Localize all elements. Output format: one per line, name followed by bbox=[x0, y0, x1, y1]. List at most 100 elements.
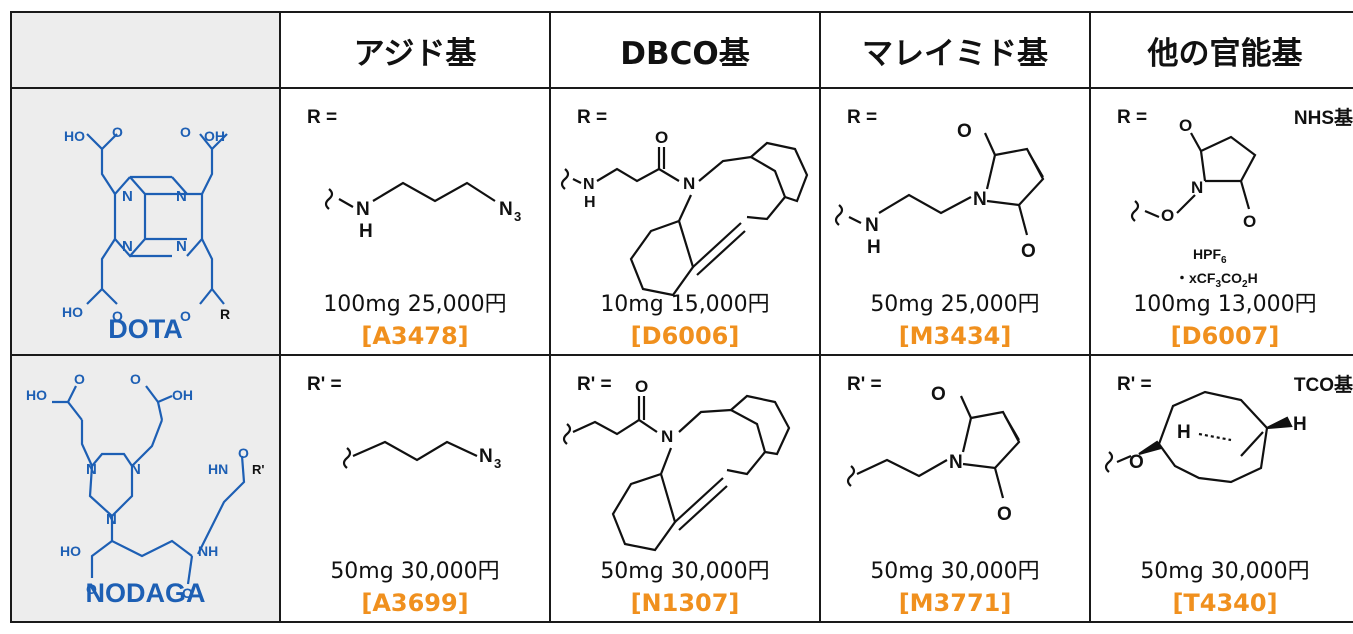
svg-text:HO: HO bbox=[60, 543, 81, 559]
catalog-code-link[interactable]: [D6007] bbox=[1170, 322, 1280, 350]
r-label: R = bbox=[1117, 107, 1148, 128]
product-cell-nodaga-azide[interactable]: R' = N 3 50mg 30,000円 [A3699] bbox=[281, 356, 551, 623]
svg-text:O: O bbox=[1129, 452, 1144, 473]
dbco-linker-structure: N H O N bbox=[560, 128, 809, 297]
svg-text:O: O bbox=[180, 124, 191, 140]
svg-text:N: N bbox=[356, 199, 370, 220]
tco-structure: O H H bbox=[1104, 390, 1307, 484]
svg-text:O: O bbox=[931, 384, 946, 405]
corner-cell bbox=[12, 13, 281, 89]
svg-text:H: H bbox=[1177, 422, 1191, 443]
svg-text:O: O bbox=[635, 377, 648, 396]
svg-text:H: H bbox=[584, 194, 596, 211]
svg-text:N: N bbox=[122, 238, 133, 255]
product-cell-dota-nhs[interactable]: R = NHS基 N O O O HPF6 ・xCF3CO2H 100mg 13… bbox=[1091, 89, 1353, 356]
svg-text:O: O bbox=[1243, 212, 1256, 231]
svg-text:O: O bbox=[130, 371, 141, 387]
catalog-code-link[interactable]: [N1307] bbox=[630, 589, 740, 617]
svg-text:N: N bbox=[130, 461, 141, 478]
svg-text:OH: OH bbox=[172, 387, 193, 403]
compound-name-dota: DOTA bbox=[108, 314, 183, 344]
svg-text:N: N bbox=[865, 215, 879, 236]
functional-group-label: TCO基 bbox=[1293, 375, 1353, 396]
r-label: R' = bbox=[1117, 374, 1152, 395]
svg-text:N: N bbox=[973, 189, 987, 210]
svg-text:O: O bbox=[655, 128, 668, 147]
col-header-azide: アジド基 bbox=[281, 13, 551, 89]
svg-text:・xCF3CO2H: ・xCF3CO2H bbox=[1175, 270, 1258, 290]
product-cell-nodaga-dbco[interactable]: R' = O N 50mg 30,000円 [N1307] bbox=[551, 356, 821, 623]
price: 50mg 25,000円 bbox=[870, 292, 1040, 317]
svg-text:N: N bbox=[479, 446, 493, 467]
svg-text:O: O bbox=[74, 371, 85, 387]
svg-text:O: O bbox=[112, 124, 123, 140]
product-cell-nodaga-maleimide[interactable]: R' = N O O 50mg 30,000円 [M3771] bbox=[821, 356, 1091, 623]
svg-text:HN: HN bbox=[208, 461, 228, 477]
svg-text:H: H bbox=[359, 221, 373, 242]
svg-text:O: O bbox=[957, 121, 972, 142]
price: 50mg 30,000円 bbox=[870, 559, 1040, 584]
row-header-dota: HO O O OH N N N N HO O O R DOTA bbox=[12, 89, 281, 356]
svg-text:HO: HO bbox=[62, 304, 83, 320]
product-cell-dota-azide[interactable]: R = N H N 3 100mg 25,000円 [A3478] bbox=[281, 89, 551, 356]
product-cell-nodaga-tco[interactable]: R' = TCO基 O H H 50mg 30,000円 [T4340] bbox=[1091, 356, 1353, 623]
maleimide-linker-structure: N H N O O bbox=[834, 121, 1045, 262]
svg-text:N: N bbox=[86, 461, 97, 478]
svg-text:O: O bbox=[86, 581, 97, 597]
catalog-code-link[interactable]: [A3699] bbox=[361, 589, 469, 617]
svg-text:N: N bbox=[176, 188, 187, 205]
catalog-code-link[interactable]: [A3478] bbox=[361, 322, 469, 350]
svg-text:3: 3 bbox=[514, 209, 521, 224]
svg-text:O: O bbox=[1161, 206, 1174, 225]
svg-text:O: O bbox=[238, 445, 249, 461]
r-label: R' = bbox=[307, 374, 342, 395]
r-label: R = bbox=[847, 107, 878, 128]
catalog-code-link[interactable]: [T4340] bbox=[1172, 589, 1278, 617]
catalog-code-link[interactable]: [D6006] bbox=[630, 322, 740, 350]
svg-text:O: O bbox=[997, 504, 1012, 525]
svg-text:N: N bbox=[683, 174, 695, 193]
svg-text:N: N bbox=[176, 238, 187, 255]
maleimide-linker-structure: N O O bbox=[846, 384, 1021, 525]
svg-text:N: N bbox=[949, 452, 963, 473]
price: 10mg 15,000円 bbox=[600, 292, 770, 317]
price: 50mg 30,000円 bbox=[1140, 559, 1310, 584]
azide-linker-structure: N H N 3 bbox=[324, 181, 521, 242]
r-label: R = bbox=[307, 107, 338, 128]
svg-text:R: R bbox=[220, 306, 230, 322]
svg-text:HO: HO bbox=[64, 128, 85, 144]
svg-text:N: N bbox=[499, 199, 513, 220]
svg-text:NH: NH bbox=[198, 543, 218, 559]
col-header-other: 他の官能基 bbox=[1091, 13, 1353, 89]
svg-text:N: N bbox=[583, 176, 595, 193]
svg-text:H: H bbox=[1293, 414, 1307, 435]
nodaga-structure-image: HO O O OH N N N HN O R' HO O O NH bbox=[26, 371, 264, 601]
svg-text:H: H bbox=[867, 237, 881, 258]
dota-structure-image: HO O O OH N N N N HO O O R bbox=[62, 124, 230, 324]
catalog-code-link[interactable]: [M3771] bbox=[898, 589, 1012, 617]
row-header-nodaga: HO O O OH N N N HN O R' HO O O NH NODAGA bbox=[12, 356, 281, 623]
svg-text:HPF6: HPF6 bbox=[1193, 246, 1227, 266]
svg-text:R': R' bbox=[252, 462, 264, 477]
product-table: アジド基 DBCO基 マレイミド基 他の官能基 HO O O O bbox=[10, 11, 1353, 623]
catalog-code-link[interactable]: [M3434] bbox=[898, 322, 1012, 350]
dbco-linker-structure: O N bbox=[562, 377, 791, 552]
svg-text:O: O bbox=[180, 308, 191, 324]
nhs-ester-structure: N O O O HPF6 ・xCF3CO2H bbox=[1130, 116, 1258, 290]
price: 100mg 13,000円 bbox=[1133, 292, 1317, 317]
r-label: R = bbox=[577, 107, 608, 128]
svg-text:O: O bbox=[1179, 116, 1192, 135]
compound-name-nodaga: NODAGA bbox=[85, 578, 206, 608]
price: 50mg 30,000円 bbox=[600, 559, 770, 584]
col-header-dbco: DBCO基 bbox=[551, 13, 821, 89]
svg-text:HO: HO bbox=[26, 387, 47, 403]
r-label: R' = bbox=[577, 374, 612, 395]
svg-text:N: N bbox=[122, 188, 133, 205]
svg-text:N: N bbox=[106, 511, 117, 528]
product-cell-dota-maleimide[interactable]: R = N H N O O 50mg 25,000円 [M3434] bbox=[821, 89, 1091, 356]
functional-group-label: NHS基 bbox=[1293, 108, 1353, 129]
product-cell-dota-dbco[interactable]: R = N H O N 10mg 15,000円 [D6006] bbox=[551, 89, 821, 356]
svg-text:N: N bbox=[661, 427, 673, 446]
svg-text:O: O bbox=[112, 308, 123, 324]
svg-text:N: N bbox=[1191, 178, 1203, 197]
